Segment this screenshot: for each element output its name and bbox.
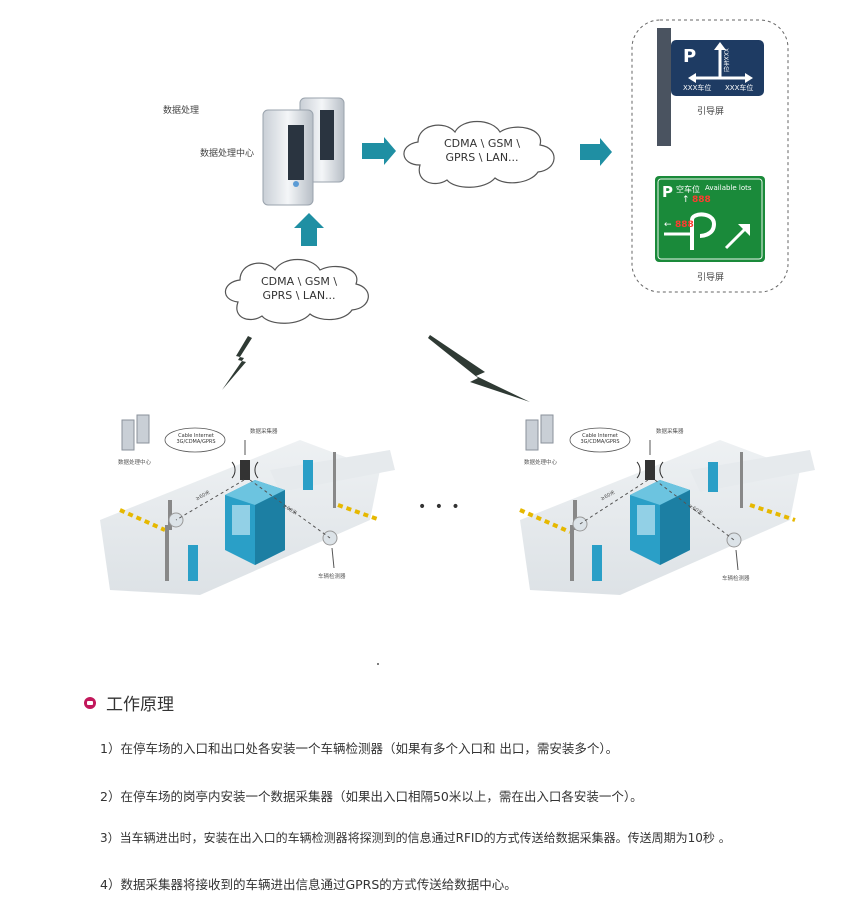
cloud-center-line-1: CDMA \ GSM \	[443, 137, 521, 150]
section-heading: 工作原理	[84, 690, 174, 715]
system-diagram: P P	[100, 19, 815, 665]
green-sign-count-left: 888	[675, 220, 694, 230]
scene-right-center-label: 数据处理中心	[524, 460, 558, 466]
blue-sign-left-text: XXX车位	[683, 84, 712, 92]
flow-arrow-right-2	[580, 138, 612, 166]
scene-left-cloud-line-2: 3G/CDMA/GPRS	[176, 439, 216, 445]
data-processing-label: 数据处理	[163, 106, 200, 116]
cloud-center-label: CDMA \ GSM \ GPRS \ LAN...	[422, 137, 542, 165]
parking-scene-right	[519, 414, 815, 595]
cloud-icon	[403, 120, 555, 188]
scene-right-detector-label: 车辆检测器	[722, 576, 750, 582]
blue-sign-caption: 引导屏	[697, 107, 725, 117]
green-sign-count-left-arrow: ←	[664, 220, 672, 230]
green-sign-title-en: Available lots	[705, 184, 752, 192]
cloud-left-label: CDMA \ GSM \ GPRS \ LAN...	[240, 275, 358, 303]
cloud-center-line-2: GPRS \ LAN...	[445, 151, 519, 164]
cloud-left-line-1: CDMA \ GSM \	[260, 275, 338, 288]
guidance-screen-panel	[631, 19, 789, 293]
section-heading-text: 工作原理	[106, 695, 174, 715]
svg-text:P: P	[662, 183, 673, 201]
wireless-signal-icon	[428, 335, 530, 402]
parking-scene-left	[100, 414, 395, 595]
cloud-left-line-2: GPRS \ LAN...	[262, 289, 336, 302]
green-guidance-sign: P	[655, 176, 765, 262]
principle-item-2: 2）在停车场的岗亭内安装一个数据采集器（如果出入口相隔50米以上，需在出入口各安…	[100, 789, 643, 804]
green-sign-caption: 引导屏	[697, 273, 725, 283]
scene-left-cloud-line-1: Cable Internet	[178, 433, 214, 439]
scenes-ellipsis: • • •	[418, 499, 462, 515]
green-sign-title: 空车位	[676, 185, 700, 194]
scene-right-cloud-line-2: 3G/CDMA/GPRS	[580, 439, 620, 445]
flow-arrow-up	[294, 213, 324, 246]
scene-right-collector-label: 数据采集器	[656, 429, 684, 435]
scene-left-cloud-label: Cable Internet 3G/CDMA/GPRS	[176, 433, 216, 445]
wireless-signal-icon	[222, 336, 252, 390]
principle-item-1: 1）在停车场的入口和出口处各安装一个车辆检测器（如果有多个入口和 出口，需安装多…	[100, 741, 619, 756]
scene-left-collector-label: 数据采集器	[250, 429, 278, 435]
green-sign-count-top: 888	[692, 195, 711, 205]
cloud-icon	[224, 258, 369, 324]
flow-arrow-right-1	[362, 137, 396, 165]
scene-left-center-label: 数据处理中心	[118, 460, 152, 466]
green-sign-count-top-arrow: ↑	[682, 195, 690, 205]
scene-right-cloud-line-1: Cable Internet	[582, 433, 618, 439]
principle-item-4: 4）数据采集器将接收到的车辆进出信息通过GPRS的方式传送给数据中心。	[100, 877, 517, 892]
svg-text:P: P	[683, 46, 696, 67]
principle-item-3: 3）当车辆进出时，安装在出入口的车辆检测器将探测到的信息通过RFID的方式传送给…	[100, 831, 731, 845]
server-icon	[262, 97, 345, 206]
scene-left-detector-label: 车辆检测器	[318, 574, 346, 580]
blue-sign-right-text: XXX车位	[725, 84, 754, 92]
blue-guidance-sign: P	[657, 28, 764, 146]
bullet-icon	[84, 696, 96, 709]
blue-sign-side-text: XXX车位	[722, 48, 729, 73]
data-center-label: 数据处理中心	[200, 149, 255, 159]
scene-right-cloud-label: Cable Internet 3G/CDMA/GPRS	[580, 433, 620, 445]
